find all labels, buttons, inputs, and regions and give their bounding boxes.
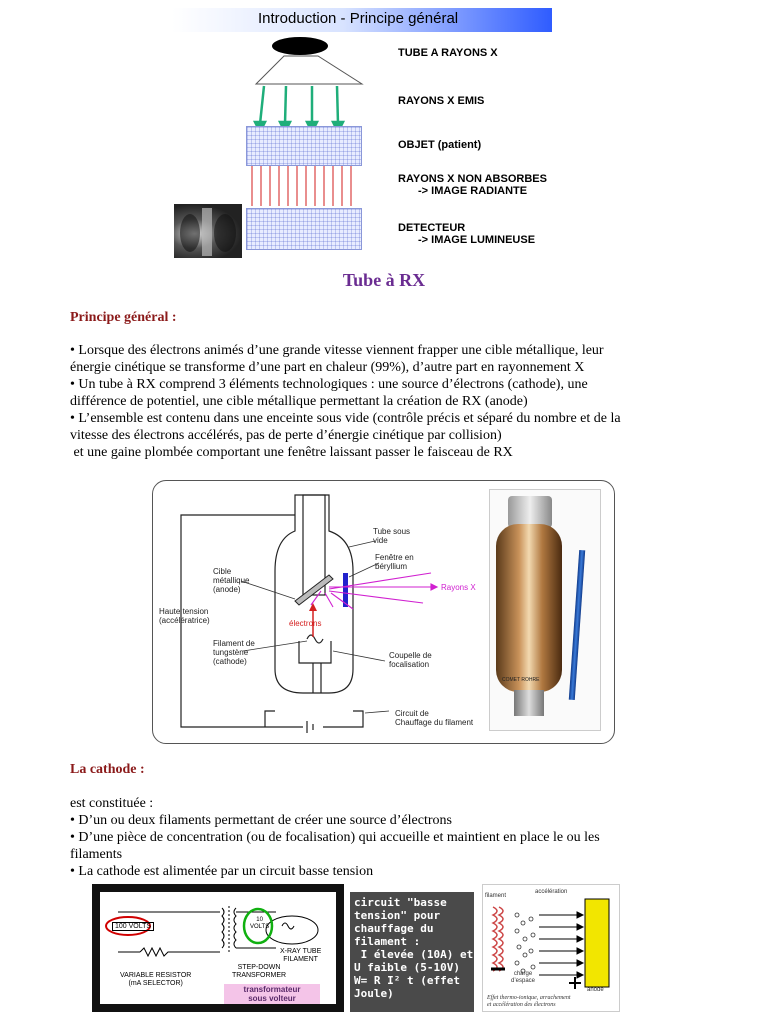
circuit-note-line: filament : xyxy=(354,935,470,948)
pen-icon xyxy=(569,550,585,700)
circuit-note-line: Joule) xyxy=(354,987,470,1000)
label-rayons-x: Rayons X xyxy=(441,583,476,592)
paragraph-line: • La cathode est alimentée par un circui… xyxy=(70,863,710,880)
chest-xray-thumbnail xyxy=(174,204,242,258)
section-principe-body: • Lorsque des électrons animés d’une gra… xyxy=(70,342,710,461)
section-cathode-body: est constituée : • D’un ou deux filament… xyxy=(70,795,710,880)
detector-block xyxy=(246,208,362,250)
label-filament: filament xyxy=(485,893,506,899)
figure-banner: Introduction - Principe général xyxy=(172,8,552,32)
paragraph-line: • Un tube à RX comprend 3 éléments techn… xyxy=(70,376,710,393)
paragraph-line: énergie cinétique se transforme d’une pa… xyxy=(70,359,710,376)
label-haute-tension: Haute tension(accélératrice) xyxy=(159,607,210,625)
section-heading-cathode: La cathode : xyxy=(70,762,145,778)
paragraph-line: • L’ensemble est contenu dans une encein… xyxy=(70,410,710,427)
paragraph-line: • Lorsque des électrons animés d’une gra… xyxy=(70,342,710,359)
thermoionic-drawing xyxy=(483,885,621,1013)
label-rayons-emis: RAYONS X EMIS xyxy=(398,94,484,108)
label-variable-resistor: VARIABLE RESISTOR(mA SELECTOR) xyxy=(120,972,191,988)
xray-tube-photo: COMET ROHRE xyxy=(489,489,601,731)
paragraph-line: • D’un ou deux filaments permettant de c… xyxy=(70,812,710,829)
label-100-volts: 100 VOLTS xyxy=(112,922,154,931)
label-image-lumineuse: -> IMAGE LUMINEUSE xyxy=(418,233,535,247)
label-tube-rayons-x: TUBE A RAYONS X xyxy=(398,46,498,60)
label-image-radiante: -> IMAGE RADIANTE xyxy=(418,184,527,198)
paragraph-line: vitesse des électrons accélérés, pas de … xyxy=(70,427,710,444)
label-objet: OBJET (patient) xyxy=(398,138,481,152)
circuit-note-line: W= R I² t (effet xyxy=(354,974,470,987)
label-acceleration: accélération xyxy=(535,889,567,895)
circuit-note-box: circuit "basse tension" pour chauffage d… xyxy=(350,892,474,1012)
object-patient-block xyxy=(246,126,362,166)
paragraph-line: • D’une pièce de concentration (ou de fo… xyxy=(70,829,710,846)
banner-title: Introduction - Principe général xyxy=(258,10,458,27)
paragraph-line: et une gaine plombée comportant une fenê… xyxy=(70,444,710,461)
circuit-note-line: I élevée (10A) et xyxy=(354,948,470,961)
paragraph-line: filaments xyxy=(70,846,710,863)
filament-coil xyxy=(307,635,323,643)
tube-focus-shape xyxy=(272,37,328,55)
intro-figure: Introduction - Principe général TUBE A R… xyxy=(172,8,552,262)
label-electrons: électrons xyxy=(289,619,321,628)
paragraph-line: différence de potentiel, une cible métal… xyxy=(70,393,710,410)
label-anode: anode xyxy=(587,987,604,993)
section-heading-principe: Principe général : xyxy=(70,310,177,326)
circuit-note-line: chauffage du xyxy=(354,922,470,935)
circuit-note-line: circuit "basse xyxy=(354,896,470,909)
photo-caption: COMET ROHRE xyxy=(502,676,539,685)
circuit-note-line: tension" pour xyxy=(354,909,470,922)
page-title: Tube à RX xyxy=(0,270,768,291)
paragraph-line: est constituée : xyxy=(70,795,710,812)
collimator-shape xyxy=(256,56,362,84)
transmitted-rays xyxy=(246,166,362,208)
circuit-note-line: U faible (5-10V) xyxy=(354,961,470,974)
